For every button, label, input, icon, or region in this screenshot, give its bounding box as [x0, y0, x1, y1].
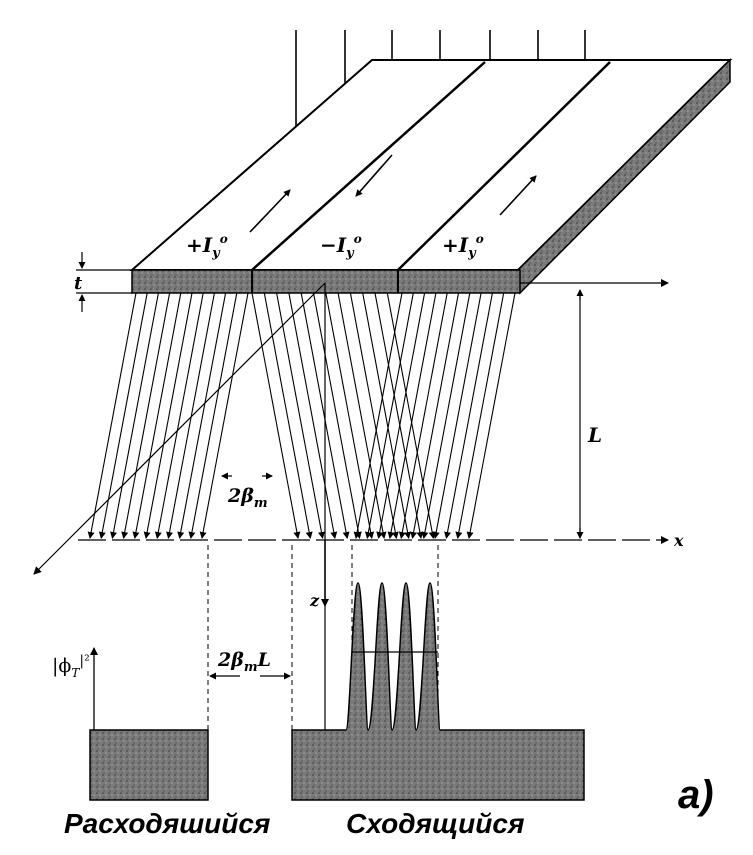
ray	[263, 292, 313, 539]
z-axis-label: z	[309, 591, 320, 610]
ray	[188, 292, 238, 539]
caption-diverging: Расходяшийся	[64, 808, 270, 839]
ray	[410, 292, 460, 539]
current-arrows	[249, 154, 537, 233]
ray	[177, 292, 227, 539]
ray	[353, 292, 403, 539]
ray	[466, 292, 516, 539]
transmitted-rays	[87, 292, 516, 539]
current-label-middle: −Iyo	[320, 232, 362, 261]
ray	[276, 292, 325, 539]
angle-label: 2βm	[227, 485, 268, 511]
ray	[374, 292, 424, 539]
ray	[325, 292, 375, 539]
ray	[387, 292, 437, 539]
ray	[132, 292, 182, 539]
panel-label: а)	[678, 773, 714, 817]
ray	[121, 292, 171, 539]
ray	[376, 292, 426, 539]
ray	[251, 292, 301, 539]
ray	[444, 292, 493, 539]
current-label-right: +Iyo	[442, 232, 484, 261]
intensity-label: |ϕT|²	[52, 653, 90, 680]
ray	[349, 292, 399, 539]
ray	[421, 292, 471, 539]
current-label-left: +Iyo	[186, 232, 228, 261]
ray	[98, 292, 148, 539]
ray	[386, 292, 436, 539]
film-plate	[129, 58, 733, 295]
ray	[166, 292, 215, 539]
ray	[300, 292, 350, 539]
ray	[154, 292, 204, 539]
thickness-label: t	[74, 273, 83, 294]
ray	[87, 292, 137, 539]
thickness-marker	[76, 252, 132, 312]
distance-label: L	[587, 423, 602, 447]
ray	[312, 292, 362, 539]
ray	[110, 292, 159, 539]
ray	[143, 292, 193, 539]
ray	[364, 292, 414, 539]
width-label: 2βmL	[217, 649, 271, 675]
ray	[337, 292, 387, 539]
ray	[362, 292, 412, 539]
ray	[398, 292, 448, 539]
y-axis-oblique	[33, 282, 326, 575]
intensity-plot	[89, 582, 585, 801]
ray	[199, 292, 249, 539]
ray	[288, 292, 338, 539]
x-axis-bottom-label: x	[673, 531, 684, 550]
caption-converging: Сходящийся	[346, 808, 524, 839]
ray	[432, 292, 482, 539]
ray	[455, 292, 505, 539]
